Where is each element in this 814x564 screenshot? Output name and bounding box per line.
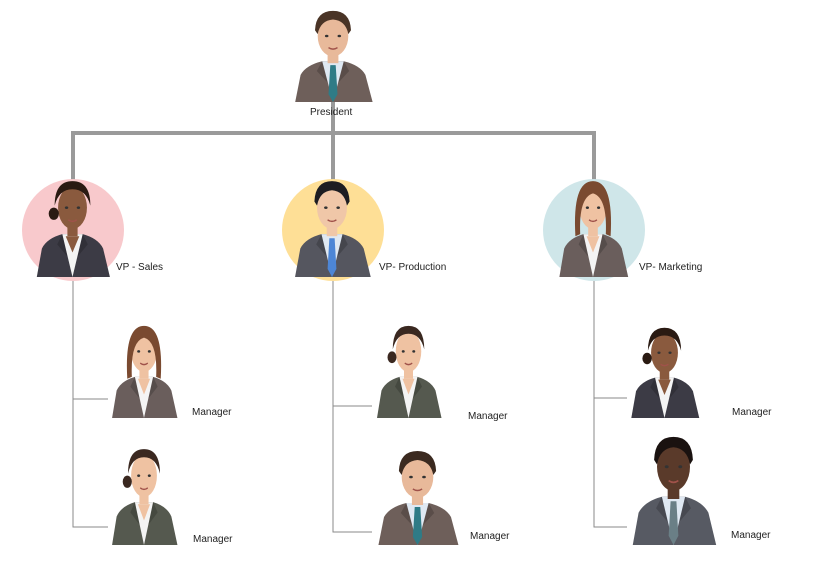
manager-label: Manager bbox=[732, 407, 772, 418]
businesswoman-avatar-icon bbox=[553, 175, 633, 282]
manager-label: Manager bbox=[470, 531, 510, 542]
businessman-avatar-icon bbox=[288, 5, 378, 107]
businesswoman-avatar-icon bbox=[625, 322, 704, 423]
vp-marketing-label: VP- Marketing bbox=[639, 262, 703, 273]
main-connectors bbox=[71, 102, 596, 182]
businessman-avatar-icon bbox=[625, 430, 722, 550]
manager-label: Manager bbox=[193, 534, 233, 545]
manager-label: Manager bbox=[468, 411, 508, 422]
vp-production-label: VP- Production bbox=[379, 262, 447, 273]
vp-sales-label: VP - Sales bbox=[116, 262, 164, 273]
businesswoman-avatar-icon bbox=[371, 320, 446, 423]
president-label: President bbox=[310, 107, 353, 118]
businesswoman-avatar-icon bbox=[106, 443, 182, 550]
branch-connectors bbox=[72, 281, 627, 533]
businessman-avatar-icon bbox=[288, 175, 376, 282]
manager-label: Manager bbox=[731, 530, 771, 541]
manager-label: Manager bbox=[192, 407, 232, 418]
businesswoman-avatar-icon bbox=[106, 320, 182, 423]
businessman-avatar-icon bbox=[371, 445, 464, 550]
businesswoman-avatar-icon bbox=[30, 175, 115, 282]
